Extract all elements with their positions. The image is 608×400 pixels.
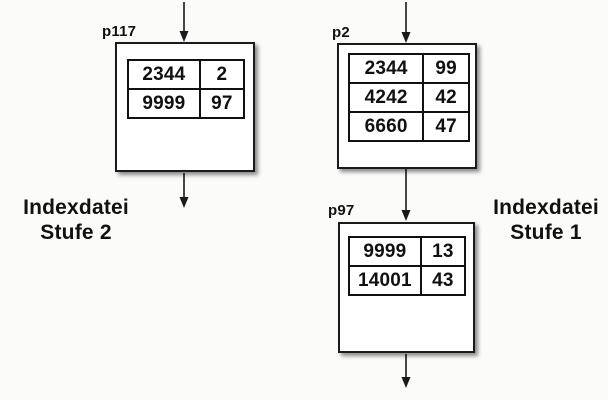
node-box-p2: 2344 99 4242 42 6660 47 [337,43,477,169]
node-label-p2: p2 [332,24,350,41]
arrow-out-p117 [179,173,189,208]
node-box-p97: 9999 13 14001 43 [338,222,475,353]
table-cell-value: 47 [435,115,457,137]
table-cell-key: 2344 [350,55,425,82]
table-cell-key: 4242 [350,84,425,111]
node-table-p117: 2344 2 9999 97 [127,59,245,119]
table-cell-value: 42 [435,86,457,108]
table-row: 9999 13 [350,238,464,265]
index-level-1-line2: Stufe 1 [510,221,582,244]
table-row: 2344 2 [129,61,243,88]
table-row: 2344 99 [350,55,468,82]
table-cell-value: 13 [432,240,454,262]
arrow-into-p2 [401,2,411,43]
table-cell-value: 2 [216,63,228,85]
table-cell-key: 6660 [350,113,425,140]
table-cell-key: 9999 [350,238,422,265]
node-table-p2: 2344 99 4242 42 6660 47 [348,53,470,142]
index-level-1-line1: Indexdatei [493,196,599,219]
node-table-p97: 9999 13 14001 43 [348,236,466,296]
table-cell-key: 9999 [129,90,201,117]
arrow-into-p117 [179,2,189,42]
table-row: 6660 47 [350,111,468,140]
node-box-p117: 2344 2 9999 97 [115,42,255,172]
index-level-2-label: Indexdatei Stufe 2 [11,195,141,245]
table-cell-value: 43 [432,269,454,291]
table-cell-value: 97 [211,92,233,114]
table-cell-value: 99 [435,57,457,79]
table-row: 9999 97 [129,88,243,117]
index-level-2-line1: Indexdatei [23,196,129,219]
table-cell-key: 14001 [350,267,422,294]
arrow-p2-to-p97 [401,169,411,221]
table-row: 4242 42 [350,82,468,111]
node-label-p97: p97 [328,202,355,219]
index-level-2-line2: Stufe 2 [40,221,112,244]
arrow-out-p97 [401,354,411,388]
index-level-1-label: Indexdatei Stufe 1 [481,195,608,245]
table-cell-key: 2344 [129,61,201,88]
table-row: 14001 43 [350,265,464,294]
node-label-p117: p117 [102,23,137,40]
